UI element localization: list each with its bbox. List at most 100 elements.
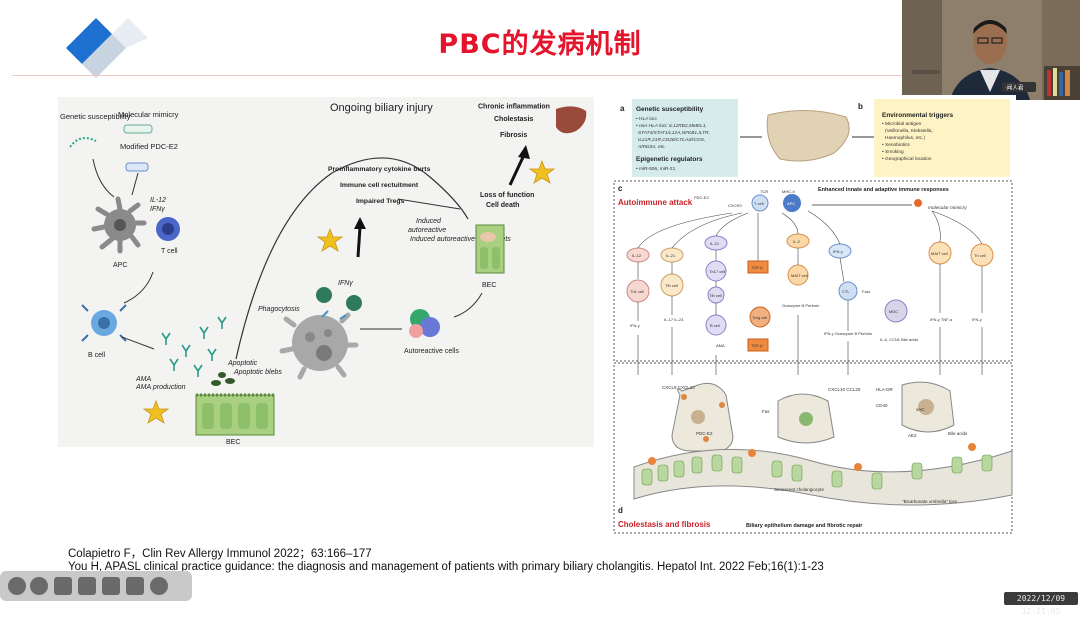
t-cell-green-2 <box>346 295 362 311</box>
env-line-4: • Xenobiotics <box>882 142 910 148</box>
webcam-scene: ·闻人君 <box>902 0 1080 100</box>
node-il17: IL-17 IL-23 <box>664 317 684 322</box>
ae2-label: AE2 <box>908 433 917 438</box>
node-ctl: CTL <box>842 289 850 294</box>
star-icon <box>528 159 556 184</box>
label-apc: APC <box>113 262 127 269</box>
env-line-1: • Microbial antigen <box>882 121 922 127</box>
cxcl-left-label: CXCL9 CXCL10 <box>662 385 695 390</box>
label-ifng-1: IFNγ <box>150 206 165 213</box>
node-il21b: IL-21 <box>710 241 720 246</box>
pen-icon[interactable] <box>54 577 72 595</box>
company-logo <box>66 18 148 78</box>
node-ifng-granzyme: IFN-γ Granzyme B Perforin <box>824 331 872 336</box>
panel-c-box <box>613 180 1013 362</box>
fas-label: Fas <box>762 409 770 414</box>
label-chronic-inflammation: Chronic inflammation <box>478 104 550 111</box>
senescent-label: Senescent cholangiocyte <box>774 487 825 492</box>
prev-icon[interactable] <box>8 577 26 595</box>
chat-icon[interactable] <box>126 577 144 595</box>
label-il12: IL-12 <box>150 197 166 204</box>
bicarbonate-label: "Bicarbonate umbrella" loss <box>902 499 958 504</box>
label-bcell: B cell <box>88 352 106 359</box>
cytokine-nodes: IL-12 IL-21 IL-21 TGF-β IL-2 IFN-γ Th1 c… <box>626 233 994 352</box>
label-ifng-2: IFNγ <box>338 280 353 287</box>
node-bcell: B cell <box>710 323 720 328</box>
node-mait-2: MAIT cell <box>931 251 948 256</box>
enhanced-label: Enhanced innate and adaptive immune resp… <box>818 187 949 193</box>
label-molecular-mimicry: Molecular mimicry <box>118 110 179 119</box>
genetic-line-2: • non-HLA loci: IL12RB2,MMEL1, <box>636 123 707 129</box>
star-icon <box>316 227 344 252</box>
label-apoptotic-blebs: Apoptotic blebs <box>233 369 282 376</box>
node-fasl: FasL <box>862 289 872 294</box>
t-cell-green-1 <box>316 287 332 303</box>
screen-icon[interactable] <box>78 577 96 595</box>
liver-icon <box>556 106 587 134</box>
node-apc: APC <box>787 201 795 206</box>
video-icon[interactable] <box>102 577 120 595</box>
biliary-damage-label: Biliary epithelium damage and fibrotic r… <box>746 523 863 529</box>
node-il6: IL-6, CCN1 Bile acids <box>880 337 918 342</box>
citation-1: Colapietro F，Clin Rev Allergy Immunol 20… <box>68 548 372 560</box>
label-cell-death: Cell death <box>486 202 519 209</box>
panel-a-label: a <box>620 104 625 113</box>
play-icon[interactable] <box>30 577 48 595</box>
genetic-line-4: IL21R,21R,CD28/CTLA4/ICOS, <box>638 137 705 143</box>
mic-label: ·闻人君 <box>1005 84 1024 92</box>
label-loss-of-function: Loss of function <box>480 192 534 199</box>
genetic-box <box>632 99 738 177</box>
label-genetic-susceptibility: Genetic susceptibility <box>60 112 131 121</box>
node-ifng-tnf: IFN-γ TNF-α <box>930 317 953 322</box>
citation-2: You H, APASL clinical practice guidance:… <box>68 561 824 573</box>
node-cxcr3: CXCR3 <box>728 203 742 208</box>
cxcl-right-label: CXCL10 CCL20 <box>828 387 861 392</box>
node-tgfb: TGF-β <box>751 265 763 270</box>
panel-b-label: b <box>858 102 863 111</box>
right-pathogenesis-figure: a Genetic susceptibility • HLA loci • no… <box>612 95 1016 536</box>
node-th1: Th1 cell <box>630 289 644 294</box>
label-bec-1: BEC <box>226 439 240 446</box>
node-il2: IL-2 <box>793 239 801 244</box>
label-immune-recruitment: Immune cell rectuitment <box>340 182 419 189</box>
label-tcell: T cell <box>161 248 178 255</box>
label-autoreactive-cells: Autoreactive cells <box>404 348 459 355</box>
node-tcr: TCR <box>760 189 768 194</box>
timestamp: 2022/12/09 12:21:05 <box>1004 592 1078 616</box>
epigenetic-title: Epigenetic regulators <box>636 156 703 163</box>
bec-tissue-2 <box>475 224 505 274</box>
node-mhc: MHC-II <box>782 189 795 194</box>
node-il21a: IL-21 <box>666 253 676 258</box>
cholangiocyte-illustrations <box>633 381 1013 506</box>
cholestasis-fibrosis-label: Cholestasis and fibrosis <box>618 520 711 529</box>
env-line-5: • Smoking <box>882 149 904 155</box>
star-icon <box>142 399 170 424</box>
label-phagocytosis: Phagocytosis <box>258 306 300 313</box>
t-cell-node <box>751 194 769 212</box>
label-ongoing-injury: Ongoing biliary injury <box>330 102 433 114</box>
slide-title: PBC的发病机制 <box>438 29 642 60</box>
label-modified-pdc: Modified PDC-E2 <box>120 142 178 151</box>
antigen-node <box>914 199 922 207</box>
apc-node <box>783 194 801 212</box>
env-line-2: (Veillonella, Klebsiella, <box>885 128 933 134</box>
label-induced-targets: Induced autoreactive cell targets <box>410 236 511 243</box>
label-impaired-tregs: Impaired Tregs <box>356 198 405 205</box>
node-th-cell: Th cell <box>974 253 986 258</box>
genetic-title: Genetic susceptibility <box>636 106 704 113</box>
label-apoptotic-blebs-1: Apoptotic <box>227 360 258 367</box>
label-induced-targets-1: Induced <box>416 218 442 225</box>
left-pathogenesis-figure: Genetic susceptibility Molecular mimicry… <box>58 97 594 447</box>
node-il12: IL-12 <box>632 253 642 258</box>
node-ifng-c: IFN-γ <box>972 317 982 322</box>
sac-label: sAC <box>916 407 925 412</box>
epigenetic-line: • miR-506, miR-21 <box>636 166 676 172</box>
blebs <box>211 372 235 386</box>
autoreactive-cells <box>409 309 440 338</box>
more-icon[interactable] <box>150 577 168 595</box>
b-cell <box>81 304 127 342</box>
node-tgfb-2: TGF-β <box>751 343 763 348</box>
macrophage-cell <box>279 312 359 380</box>
mic-badge <box>1002 82 1036 92</box>
autoimmune-label: Autoimmune attack <box>618 198 693 207</box>
